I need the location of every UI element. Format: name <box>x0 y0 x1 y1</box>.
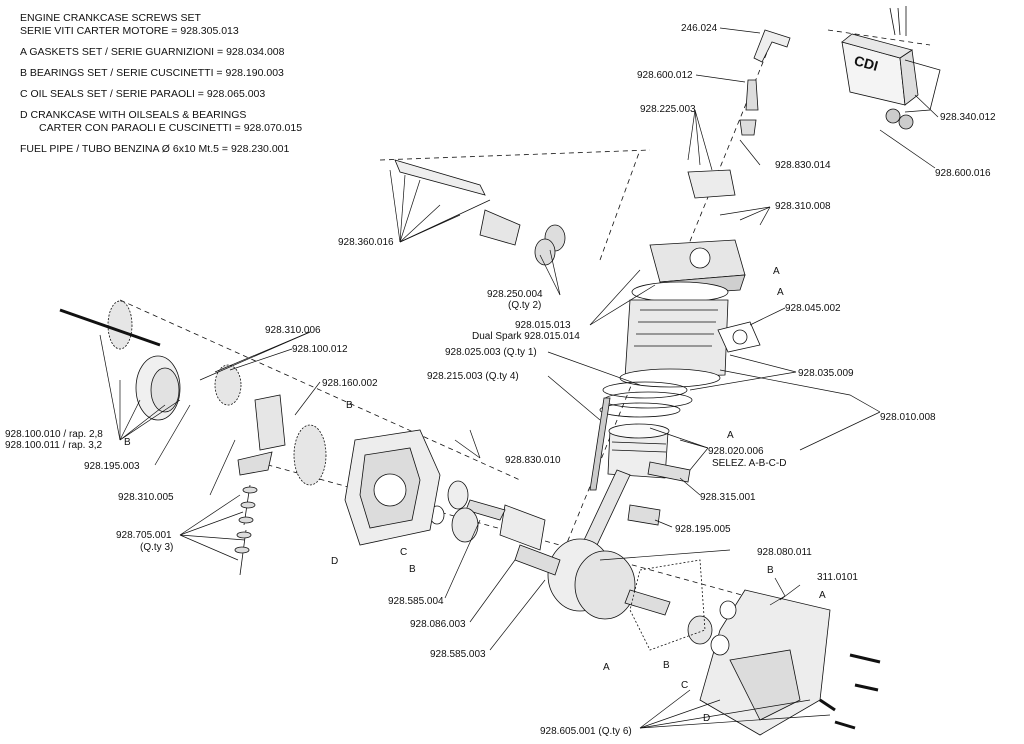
callout-b-right: B <box>663 660 670 671</box>
label-928585003: 928.585.003 <box>430 649 486 660</box>
crankcase-gasket <box>629 559 706 651</box>
cylinder-head <box>649 169 746 296</box>
label-928025003: 928.025.003 (Q.ty 1) <box>445 347 537 358</box>
label-311-0101: 311.0101 <box>817 572 858 583</box>
label-928100012: 928.100.012 <box>292 344 348 355</box>
callout-a-base: A <box>727 430 734 441</box>
gear-set <box>59 300 327 486</box>
label-928250004: 928.250.004 <box>487 289 543 300</box>
label-928100010: 928.100.010 / rap. 2,8 <box>5 429 103 440</box>
label-928225003: 928.225.003 <box>640 104 696 115</box>
legend-crankcase-it: CARTER CON PARAOLI E CUSCINETTI = 928.07… <box>39 122 303 134</box>
cylinder <box>619 281 729 388</box>
label-928585004: 928.585.004 <box>388 596 444 607</box>
cylinder-stud <box>589 397 611 491</box>
label-928015013: 928.015.013 <box>515 320 571 331</box>
clutch-drum <box>135 355 181 421</box>
piston <box>607 423 691 526</box>
label-qty2: (Q.ty 2) <box>508 300 542 311</box>
legend-oil-seals: C OIL SEALS SET / SERIE PARAOLI = 928.06… <box>20 88 266 100</box>
legend-crankcase-screws-it: SERIE VITI CARTER MOTORE = 928.305.013 <box>20 25 239 37</box>
label-928045002: 928.045.002 <box>785 303 841 314</box>
callout-d-left: D <box>331 556 339 567</box>
label-928360016: 928.360.016 <box>338 237 394 248</box>
legend-fuel-pipe: FUEL PIPE / TUBO BENZINA Ø 6x10 Mt.5 = 9… <box>20 143 290 155</box>
clutch-shoes <box>237 394 286 476</box>
callout-b-left: B <box>346 400 353 411</box>
label-928080011: 928.080.011 <box>757 547 812 558</box>
spark-plug-cap <box>739 29 791 136</box>
right-crankcase <box>687 589 831 736</box>
clutch-shaft <box>429 480 546 551</box>
label-246024: 246.024 <box>681 23 718 34</box>
label-928195005: 928.195.005 <box>675 524 731 535</box>
label-928705001: 928.705.001 <box>116 530 172 541</box>
callout-a-gasket: A <box>603 662 610 673</box>
leader-lines <box>99 27 939 729</box>
reed-valve-arm <box>394 159 566 266</box>
parts-legend: ENGINE CRANKCASE SCREWS SET SERIE VITI C… <box>20 12 302 156</box>
label-selez: SELEZ. A-B-C-D <box>712 458 787 469</box>
callout-a-head: A <box>773 266 780 277</box>
callout-c-right: C <box>681 680 689 691</box>
label-928160002: 928.160.002 <box>322 378 378 389</box>
callout-a-right: A <box>819 590 826 601</box>
label-928310008: 928.310.008 <box>775 201 831 212</box>
callout-c-left: C <box>400 547 408 558</box>
label-928830010: 928.830.010 <box>505 455 561 466</box>
label-928100011: 928.100.011 / rap. 3,2 <box>5 440 103 451</box>
label-928830014: 928.830.014 <box>775 160 831 171</box>
exhaust-gasket <box>717 321 761 353</box>
label-928020006: 928.020.006 <box>708 446 764 457</box>
callout-a-exhaust: A <box>777 287 784 298</box>
legend-crankcase-screws-en: ENGINE CRANKCASE SCREWS SET <box>20 12 201 24</box>
label-928035009: 928.035.009 <box>798 368 854 379</box>
left-crankcase <box>344 429 441 546</box>
callout-d-right: D <box>703 713 711 724</box>
label-928195003: 928.195.003 <box>84 461 140 472</box>
cdi-unit <box>841 6 941 130</box>
label-928340012: 928.340.012 <box>940 112 996 123</box>
crankshaft <box>514 469 671 620</box>
label-928086003: 928.086.003 <box>410 619 466 630</box>
legend-gaskets: A GASKETS SET / SERIE GUARNIZIONI = 928.… <box>20 46 285 58</box>
label-928010008: 928.010.008 <box>880 412 936 423</box>
legend-bearings: B BEARINGS SET / SERIE CUSCINETTI = 928.… <box>20 67 284 79</box>
label-928310006: 928.310.006 <box>265 325 321 336</box>
label-928600016: 928.600.016 <box>935 168 991 179</box>
label-928600012: 928.600.012 <box>637 70 693 81</box>
label-928315001: 928.315.001 <box>700 492 756 503</box>
label-928310005: 928.310.005 <box>118 492 174 503</box>
spring-stack <box>234 484 258 576</box>
label-qty3: (Q.ty 3) <box>140 542 174 553</box>
callout-b-right-top: B <box>767 565 774 576</box>
legend-crankcase-en: D CRANKCASE WITH OILSEALS & BEARINGS <box>20 109 247 121</box>
label-dual-spark: Dual Spark 928.015.014 <box>472 331 580 342</box>
callout-b-clutch: B <box>124 437 131 448</box>
callout-b-crank: B <box>409 564 416 575</box>
label-928215003: 928.215.003 (Q.ty 4) <box>427 371 519 382</box>
label-928605001: 928.605.001 (Q.ty 6) <box>540 726 632 737</box>
crankcase-screws <box>819 653 881 730</box>
